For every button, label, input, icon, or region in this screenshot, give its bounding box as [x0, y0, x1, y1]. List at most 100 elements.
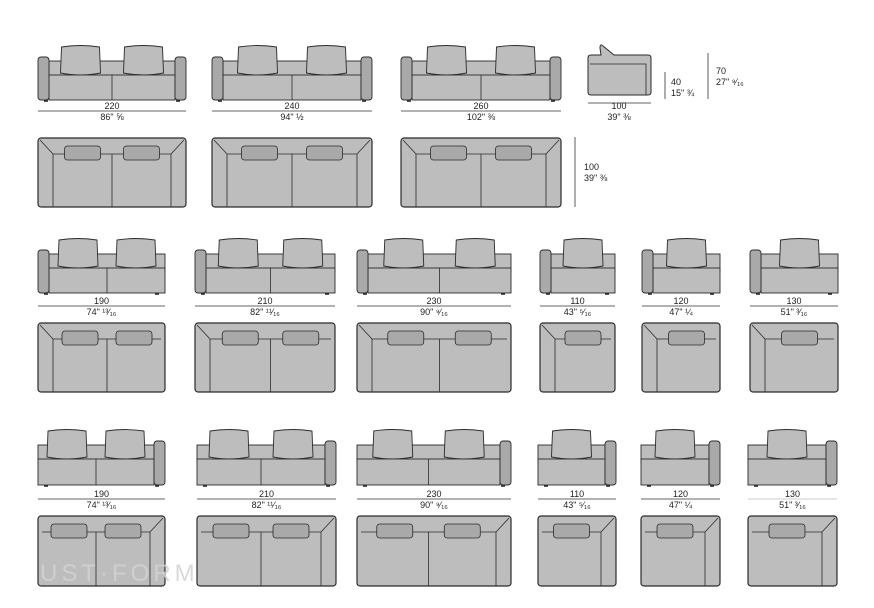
plan-right-corner — [495, 517, 510, 533]
seat-cushion — [640, 458, 710, 486]
plan-pillow — [443, 523, 481, 539]
width-imperial: 90" ⁹⁄₁₆ — [420, 500, 448, 510]
throw-pillow — [443, 429, 485, 460]
right-arm — [174, 56, 187, 101]
throw-pillow — [383, 238, 425, 269]
width-metric: 260 — [473, 101, 488, 111]
plan-right-corner — [704, 517, 719, 533]
width-metric: 110 — [570, 296, 584, 306]
throw-pillow — [57, 238, 99, 269]
plan-pillow — [768, 523, 806, 539]
width-imperial: 90" ⁹⁄₁₆ — [420, 307, 448, 317]
throw-pillow — [551, 429, 592, 460]
seat-cushion — [550, 267, 616, 294]
throw-pillow — [454, 238, 496, 269]
plan-pillow — [241, 145, 278, 161]
plan-left-corner — [196, 324, 211, 340]
left-arm — [539, 249, 552, 294]
plan-depth-imperial: 39" ⅜ — [584, 173, 608, 183]
throw-pillow — [666, 238, 707, 269]
throw-pillow — [654, 429, 696, 460]
seat-cushion — [747, 458, 827, 486]
side-view-shape — [587, 44, 652, 96]
width-imperial: 74" ¹³⁄₁₆ — [87, 307, 117, 317]
side-view: 100 39" ⅜ 40 15" ¾ 70 27" ⁹⁄₁₆ — [587, 44, 744, 122]
seat-height-imperial: 15" ¾ — [671, 88, 695, 98]
width-imperial: 94" ½ — [280, 112, 304, 122]
seat-cushion — [537, 458, 606, 486]
plan-left-corner — [643, 324, 658, 340]
left-arm — [749, 249, 762, 294]
throw-pillow — [495, 45, 536, 76]
width-metric: 190 — [94, 489, 109, 499]
right-arm — [360, 56, 373, 101]
width-imperial: 43" ⁵⁄₁₆ — [564, 307, 592, 317]
plan-right-corner — [149, 517, 164, 533]
plan-right-corner — [600, 517, 615, 533]
throw-pillow — [306, 45, 347, 76]
plan-pillow — [564, 330, 602, 346]
throw-pillow — [237, 45, 278, 76]
plan-pillow — [61, 330, 99, 346]
plan-right-corner — [545, 139, 560, 155]
plan-pillow — [104, 523, 142, 539]
width-metric: 120 — [673, 489, 688, 499]
right-arm — [549, 56, 562, 101]
side-depth-imperial: 39" ⅜ — [607, 112, 631, 122]
width-imperial: 47" ¼ — [669, 500, 693, 510]
plan-pillow — [668, 330, 705, 346]
plan-left-corner — [751, 324, 766, 340]
plan-pillow — [387, 330, 425, 346]
throw-pillow — [272, 429, 314, 460]
plan-pillow — [272, 523, 310, 539]
width-imperial: 51" ³⁄₁₆ — [781, 307, 808, 317]
throw-pillow — [60, 45, 101, 76]
left-arm — [641, 249, 654, 294]
plan-pillow — [50, 523, 88, 539]
throw-pillow — [208, 429, 250, 460]
plan-pillow — [553, 523, 590, 539]
seat-height-metric: 40 — [671, 77, 681, 87]
throw-pillow — [562, 238, 604, 269]
width-metric: 190 — [94, 296, 109, 306]
total-height-imperial: 27" ⁹⁄₁₆ — [716, 77, 744, 87]
width-imperial: 47" ¼ — [669, 307, 693, 317]
plan-left-corner — [39, 139, 54, 155]
width-metric: 210 — [259, 489, 274, 499]
throw-pillow — [282, 238, 324, 269]
plan-pillow — [282, 330, 320, 346]
plan-pillow — [306, 145, 343, 161]
plan-right-corner — [320, 517, 335, 533]
throw-pillow — [217, 238, 259, 269]
plan-depth-dimension: 100 39" ⅜ — [574, 137, 608, 207]
plan-pillow — [221, 330, 259, 346]
left-arm — [194, 249, 207, 294]
plan-pillow — [430, 145, 467, 161]
left-arm — [211, 56, 224, 101]
width-imperial: 51" ³⁄₁₆ — [779, 500, 806, 510]
width-metric: 210 — [257, 296, 272, 306]
right-arm — [153, 440, 166, 486]
plan-left-corner — [402, 139, 417, 155]
width-metric: 230 — [426, 489, 441, 499]
width-imperial: 86" ⅝ — [100, 112, 124, 122]
throw-pillow — [104, 429, 146, 460]
plan-right-corner — [356, 139, 371, 155]
plan-pillow — [656, 523, 694, 539]
watermark: UST·FORM — [40, 560, 199, 587]
right-arm — [708, 440, 721, 486]
seat-cushion — [760, 267, 839, 294]
left-arm — [37, 249, 50, 294]
